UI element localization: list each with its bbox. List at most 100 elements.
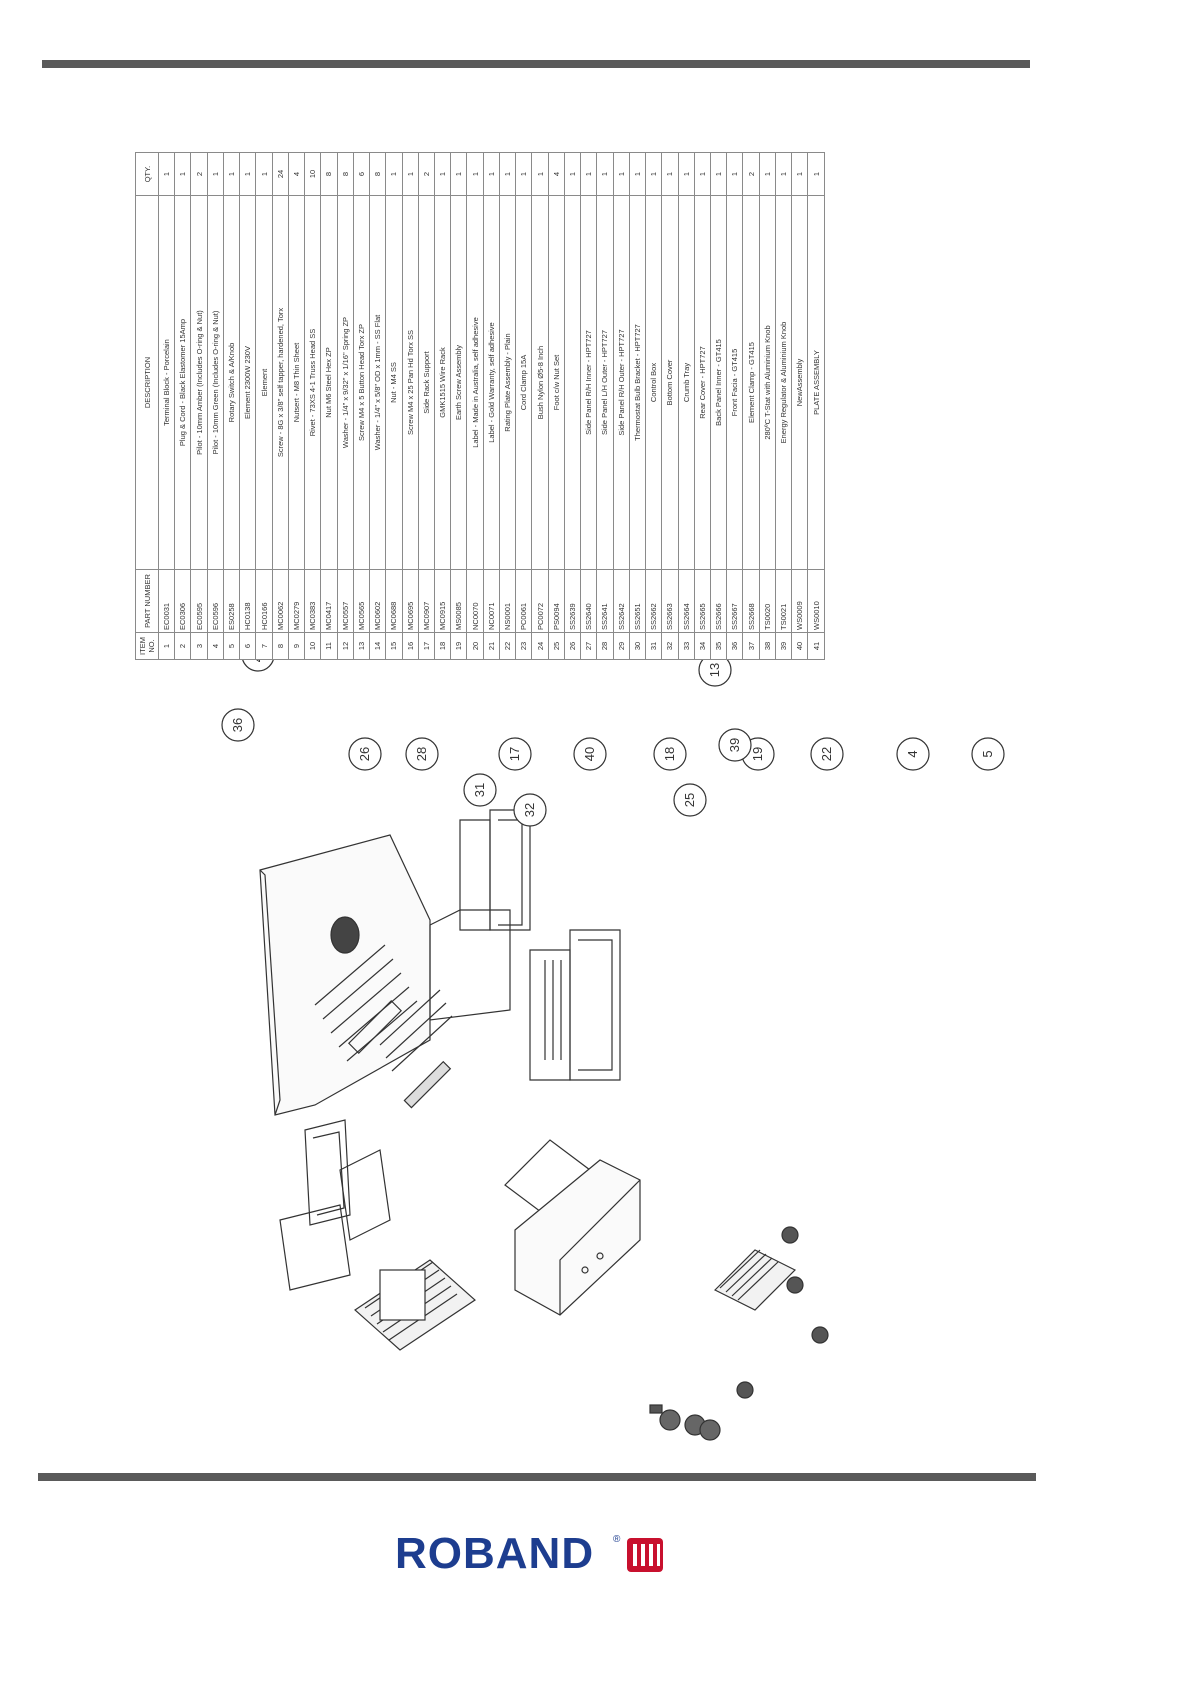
callout-circle (971, 737, 1005, 771)
cell-item-no: 35 (710, 632, 727, 660)
cell-part-number: SS2642 (613, 569, 630, 633)
cell-qty: 1 (694, 152, 711, 196)
cell-qty: 6 (353, 152, 370, 196)
cell-description: Washer - 1/4" x 5/8" OD x 1mm - SS Flat (369, 195, 386, 570)
cell-description: Nut - M4 SS (385, 195, 403, 570)
cell-description: Side Panel R/H Inner - HPT727 (580, 195, 597, 570)
cell-description: Label - Made in Australia, self adhesive (466, 195, 484, 570)
cell-qty: 1 (645, 152, 662, 196)
cell-item-no: 15 (385, 632, 403, 660)
cell-qty: 1 (726, 152, 743, 196)
callout-31: 31 (463, 773, 497, 807)
bottom-rule (38, 1473, 1036, 1481)
cell-description: Rivet - 73XS 4-1 Truss Head SS (304, 195, 321, 570)
cell-part-number: MC0557 (337, 569, 354, 633)
callout-number: 32 (522, 803, 537, 817)
cell-part-number: MC0062 (272, 569, 289, 633)
cell-part-number: MC0602 (369, 569, 386, 633)
cell-part-number: EC0595 (190, 569, 208, 633)
cell-part-number: SS2664 (678, 569, 695, 633)
cell-qty: 1 (434, 152, 451, 196)
cell-part-number: SS2666 (710, 569, 727, 633)
cell-description: Bottom Cover (661, 195, 678, 570)
cell-qty: 1 (596, 152, 614, 196)
cell-qty: 1 (207, 152, 224, 196)
cell-description: Control Box (645, 195, 662, 570)
callout-circle (221, 708, 255, 742)
cell-part-number: MC0565 (353, 569, 370, 633)
header-part-number: PART NUMBER (135, 569, 159, 633)
cell-part-number: MC0279 (288, 569, 305, 633)
callout-32: 32 (513, 793, 547, 827)
callout-circle (653, 737, 687, 771)
cell-part-number: EC0031 (158, 569, 175, 633)
cell-item-no: 17 (418, 632, 435, 660)
cell-description: Earth Screw Assembly (450, 195, 467, 570)
exploded-view-svg: 3641820216377303435272924332628174018192… (221, 660, 1005, 1441)
callout-5: 5 (971, 737, 1005, 771)
cell-description: Energy Regulator & Aluminium Knob (775, 195, 792, 570)
callout-circle (348, 737, 382, 771)
cell-item-no: 14 (369, 632, 386, 660)
cell-description: PLATE ASSEMBLY (807, 195, 825, 570)
cell-description (564, 195, 581, 570)
cell-qty: 2 (190, 152, 208, 196)
cell-item-no: 32 (661, 632, 678, 660)
cell-qty: 1 (759, 152, 776, 196)
callout-17: 17 (498, 737, 532, 771)
cell-description: Element (255, 195, 273, 570)
cell-qty: 1 (580, 152, 597, 196)
cell-qty: 1 (661, 152, 678, 196)
callouts: 3641820216377303435272924332628174018192… (221, 660, 1005, 827)
cell-part-number: SS2640 (580, 569, 597, 633)
cell-qty: 1 (564, 152, 581, 196)
cell-qty: 4 (288, 152, 305, 196)
cell-qty: 1 (710, 152, 727, 196)
cell-item-no: 24 (531, 632, 549, 660)
cell-item-no: 7 (255, 632, 273, 660)
cell-part-number: WS0010 (807, 569, 825, 633)
cell-qty: 1 (385, 152, 403, 196)
cell-part-number: MS0085 (450, 569, 467, 633)
logo-svg: ROBAND ® (395, 1529, 663, 1578)
cell-part-number: SS2665 (694, 569, 711, 633)
cell-part-number: PC0072 (531, 569, 549, 633)
cell-part-number: MC0383 (304, 569, 321, 633)
cell-description: Rating Plate Assembly - Plain (499, 195, 516, 570)
callout-number: 39 (727, 738, 742, 752)
callout-40: 40 (573, 737, 607, 771)
callout-number: 22 (819, 747, 834, 761)
callout-circle (242, 660, 274, 672)
cell-description: Rear Cover - HPT727 (694, 195, 711, 570)
cell-part-number: MC0688 (385, 569, 403, 633)
roband-logo: ROBAND ® (395, 1520, 685, 1582)
cell-qty: 1 (807, 152, 825, 196)
callout-18: 18 (653, 737, 687, 771)
cell-part-number: SS2662 (645, 569, 662, 633)
cell-item-no: 39 (775, 632, 792, 660)
cell-qty: 4 (548, 152, 565, 196)
cell-description: Pilot - 10mm Amber (Includes O-ring & Nu… (190, 195, 208, 570)
cell-description: Terminal Block - Porcelain (158, 195, 175, 570)
cell-description: Screw - 8G x 3/8" self tapper, hardened,… (272, 195, 289, 570)
callout-number: 36 (230, 718, 245, 732)
cell-description: Side Panel L/H Outer - HPT727 (596, 195, 614, 570)
cell-description: Screw M4 x 5 Button Head Torx ZP (353, 195, 370, 570)
callout-circle (896, 737, 930, 771)
cell-part-number: PS0094 (548, 569, 565, 633)
